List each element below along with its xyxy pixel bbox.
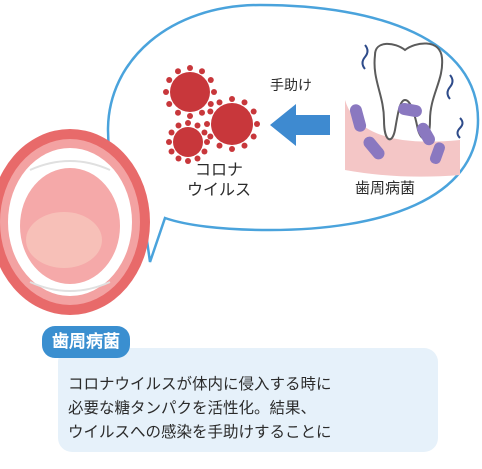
virus-label-line1: コロナ [194, 160, 243, 179]
virus-label-line2: ウイルス [186, 180, 251, 199]
info-line-3: ウイルスへの感染を手助けすることに [68, 423, 332, 441]
virus-icon [163, 65, 260, 164]
bacteria-icon [349, 44, 464, 164]
virus-particle [163, 65, 217, 119]
arrow-label: 手助け [270, 78, 312, 94]
info-line-2: 必要な糖タンパクを活性化。結果、 [68, 399, 317, 417]
info-title-badge: 歯周病菌 [42, 326, 130, 358]
virus-particle [204, 96, 260, 152]
mouth-illustration [0, 129, 150, 315]
bacteria-label: 歯周病菌 [355, 179, 416, 197]
arrow-left-icon [270, 104, 330, 146]
info-box [58, 348, 438, 452]
virus-particle [166, 120, 210, 164]
info-line-1: コロナウイルスが体内に侵入する時に [68, 375, 332, 393]
info-description: コロナウイルスが体内に侵入する時に 必要な糖タンパクを活性化。結果、 ウイルスへ… [68, 372, 332, 444]
virus-label: コロナ ウイルス [170, 160, 268, 200]
